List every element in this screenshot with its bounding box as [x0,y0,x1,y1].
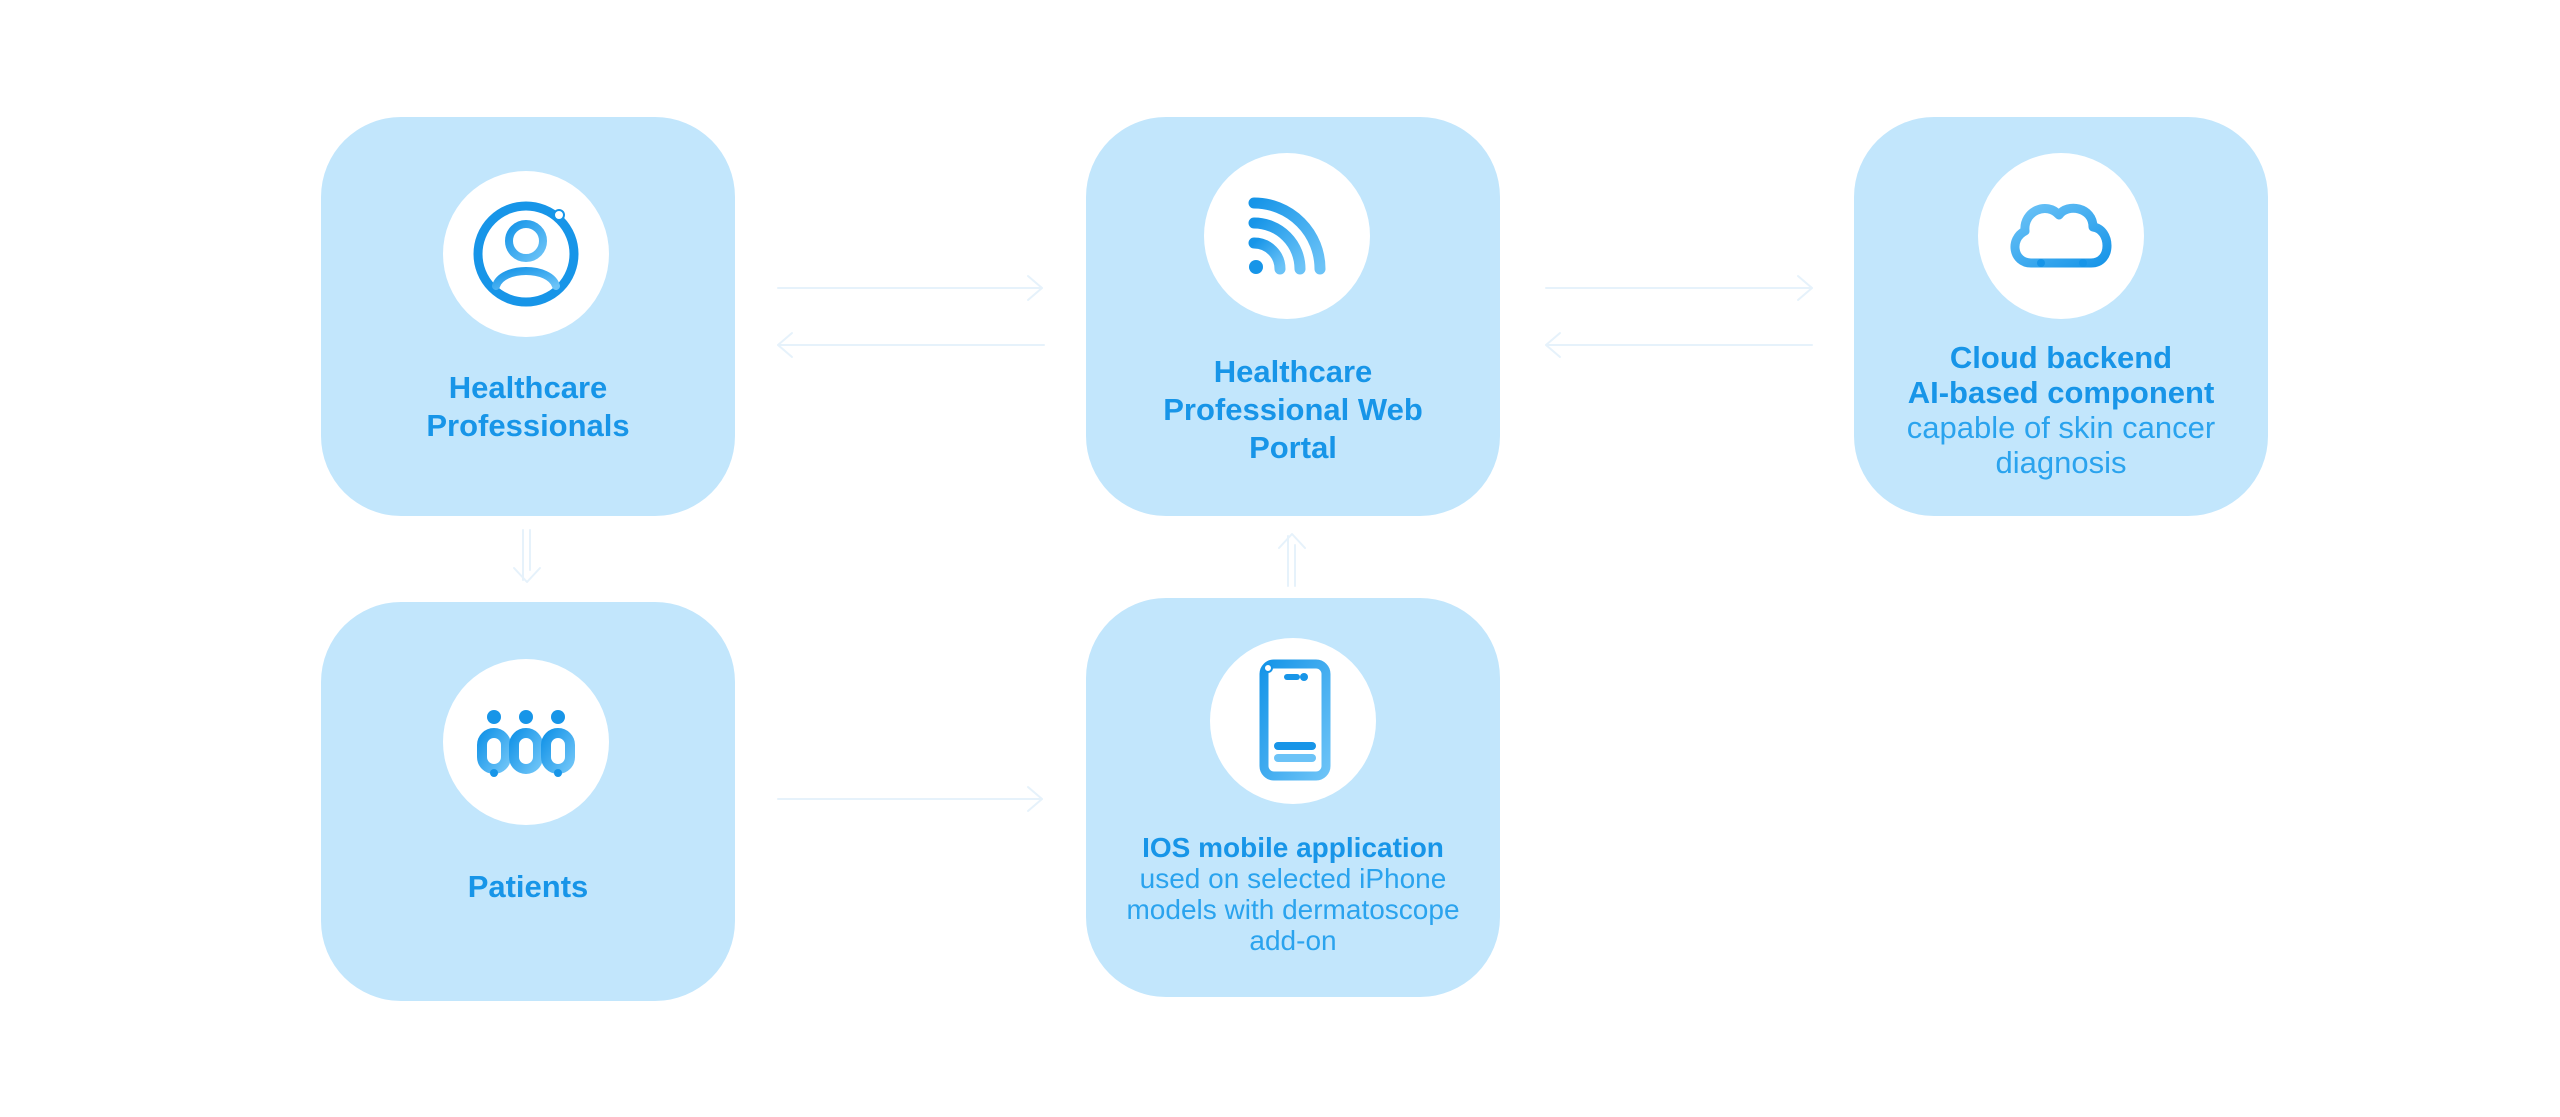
people-icon [477,710,575,777]
healthcare-professionals-label: Healthcare Professionals [321,369,735,445]
ios-app-card: IOS mobile application used on selected … [1086,598,1500,997]
cloud-icon [2010,203,2112,268]
user-icon [473,201,579,307]
phone-icon-circle [1210,638,1376,804]
arrow-ios-to-portal [1278,533,1306,587]
signal-icon-circle [1204,153,1370,319]
hp-title-line2: Professionals [426,408,630,443]
ios-title: IOS mobile application [1142,832,1444,863]
portal-title-line2: Professional Web [1163,392,1423,427]
patients-card: Patients [321,602,735,1001]
cloud-title-line2: AI-based component [1907,375,2215,410]
hp-title-line1: Healthcare [448,370,608,405]
arrow-patients-to-ios [777,786,1043,812]
cloud-desc-line2: diagnosis [1995,445,2127,480]
ios-desc-line2: models with dermatoscope [1126,894,1460,925]
patients-label: Patients [321,868,735,906]
arrow-cloud-to-portal [1545,332,1813,358]
ios-desc-line1: used on selected iPhone [1139,863,1447,894]
arrow-hp-to-portal [777,275,1043,301]
phone-icon [1259,659,1331,781]
web-portal-card: Healthcare Professional Web Portal [1086,117,1500,516]
arrow-portal-to-cloud [1545,275,1813,301]
portal-title-line1: Healthcare [1213,354,1373,389]
patients-title: Patients [467,869,589,904]
ios-desc-line3: add-on [1249,925,1337,956]
arrow-hp-to-patients [513,529,541,583]
cloud-title-line1: Cloud backend [1949,340,2173,375]
people-icon-circle [443,659,609,825]
cloud-desc-line1: capable of skin cancer [1906,410,2216,445]
healthcare-professionals-card: Healthcare Professionals [321,117,735,516]
arrow-portal-to-hp [777,332,1045,358]
cloud-icon-circle [1978,153,2144,319]
portal-title-line3: Portal [1249,430,1337,465]
cloud-backend-card: Cloud backend AI-based component capable… [1854,117,2268,516]
user-icon-circle [443,171,609,337]
cloud-backend-label: Cloud backend AI-based component capable… [1854,340,2268,480]
signal-icon [1248,197,1326,275]
ios-app-label: IOS mobile application used on selected … [1086,832,1500,956]
web-portal-label: Healthcare Professional Web Portal [1086,353,1500,467]
